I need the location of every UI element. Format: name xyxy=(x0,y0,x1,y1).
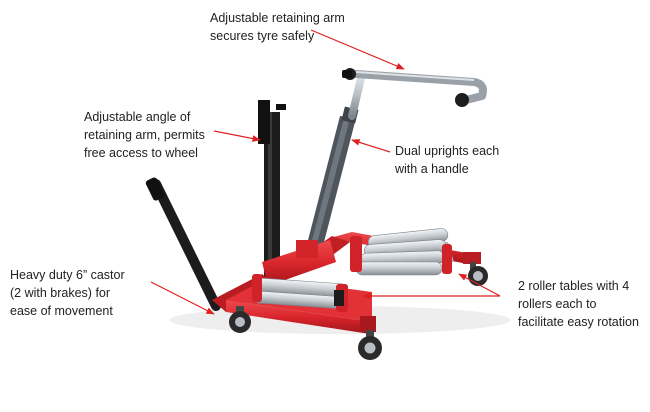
callout-roller-tables: 2 roller tables with 4 rollers each to f… xyxy=(518,277,639,331)
callout-line: ease of movement xyxy=(10,304,113,318)
callout-line: 2 roller tables with 4 xyxy=(518,279,630,293)
callout-arrows xyxy=(150,29,501,315)
arrow-angle-adjust xyxy=(213,130,261,142)
callout-line: Adjustable retaining arm xyxy=(210,11,345,25)
callout-castor: Heavy duty 6” castor (2 with brakes) for… xyxy=(10,266,125,320)
callout-line: secures tyre safely xyxy=(210,29,315,43)
callout-line: rollers each to xyxy=(518,297,597,311)
upright-black xyxy=(258,100,286,280)
callout-angle-adjust: Adjustable angle of retaining arm, permi… xyxy=(84,108,205,162)
castor-rear-right xyxy=(468,262,488,286)
callout-line: Adjustable angle of xyxy=(84,110,191,124)
retaining-arm xyxy=(342,68,487,120)
arrow-dual-uprights xyxy=(351,139,391,153)
tilt-handle xyxy=(145,177,221,311)
callout-line: facilitate easy rotation xyxy=(518,315,639,329)
roller-table-front xyxy=(252,274,349,312)
arrow-castor xyxy=(150,281,215,315)
upright-grey xyxy=(306,106,359,250)
callout-line: (2 with brakes) for xyxy=(10,286,111,300)
arrow-retaining-arm xyxy=(310,29,405,70)
callout-line: Heavy duty 6” castor xyxy=(10,268,125,282)
castor-front-right xyxy=(358,330,382,360)
callout-line: Dual uprights each xyxy=(395,144,500,158)
arrow-roller-back xyxy=(458,273,501,297)
callout-line: with a handle xyxy=(395,162,469,176)
roller-table-back xyxy=(350,228,454,276)
callout-line: retaining arm, permits xyxy=(84,128,205,142)
callout-dual-uprights: Dual uprights each with a handle xyxy=(395,142,499,178)
mast-base xyxy=(262,240,336,286)
callout-line: free access to wheel xyxy=(84,146,198,160)
callout-retaining-arm: Adjustable retaining arm secures tyre sa… xyxy=(210,9,345,45)
castor-front-left xyxy=(229,306,251,333)
